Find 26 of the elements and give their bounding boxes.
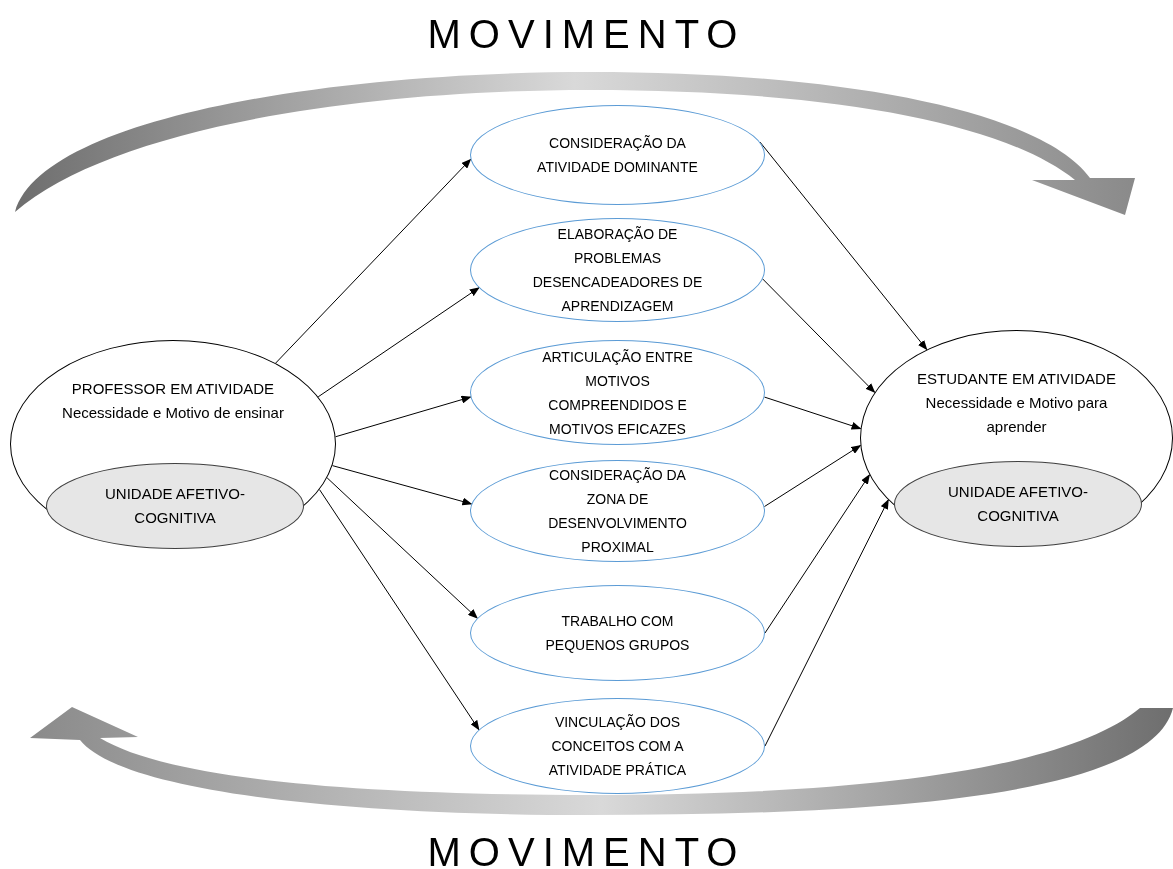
arrow xyxy=(764,474,870,634)
node-title: UNIDADE AFETIVO-COGNITIVA xyxy=(104,484,246,528)
node-subtitle: Necessidade e Motivo de ensinar xyxy=(62,403,284,423)
arrow xyxy=(763,445,862,508)
arrow xyxy=(762,278,876,394)
node-title: UNIDADE AFETIVO-COGNITIVA xyxy=(947,482,1089,526)
arrow xyxy=(275,158,472,364)
node-title: TRABALHO COM PEQUENOS GRUPOS xyxy=(544,612,691,655)
node-title: ESTUDANTE EM ATIVIDADE xyxy=(917,369,1116,389)
node-title: CONSIDERAÇÃO DA ZONA DE DESENVOLVIMENTO PROXIMAL xyxy=(547,466,688,557)
node-subtitle: Necessidade e Motivo para aprender xyxy=(924,393,1109,437)
arrow xyxy=(764,499,889,747)
arrow xyxy=(317,287,480,398)
node-title: PROFESSOR EM ATIVIDADE xyxy=(71,379,275,399)
node-title: ELABORAÇÃO DE PROBLEMAS DESENCADEADORES DE APRENDIZAGEM xyxy=(531,225,704,316)
arrow xyxy=(763,396,862,430)
arrow xyxy=(331,465,473,506)
heading-label: MOVIMENTO xyxy=(426,829,747,869)
node-title: ARTICULAÇÃO ENTRE MOTIVOS COMPREENDIDOS E MOTIVOS EFICAZES xyxy=(541,347,694,439)
arrow xyxy=(319,489,480,731)
arrow xyxy=(326,477,478,619)
heading-label: MOVIMENTO xyxy=(426,11,747,58)
node-title: VINCULAÇÃO DOS CONCEITOS COM A ATIVIDADE PRÁTICA xyxy=(547,713,688,780)
arrow xyxy=(759,141,928,351)
arrow xyxy=(335,395,472,438)
node-title: CONSIDERAÇÃO DA ATIVIDADE DOMINANTE xyxy=(536,134,699,177)
